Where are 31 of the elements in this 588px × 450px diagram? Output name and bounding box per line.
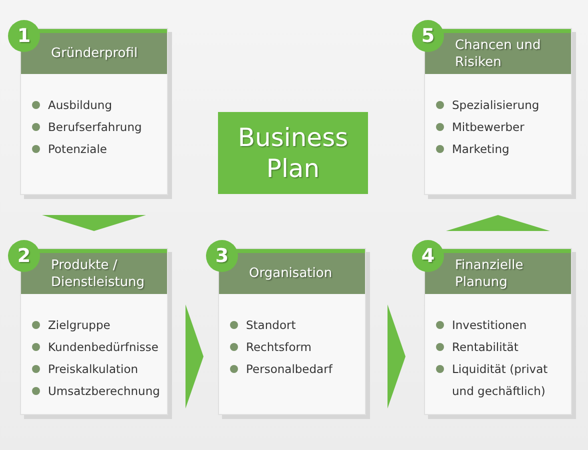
bullet-item: Standort [230, 314, 359, 336]
bullet-item: Kundenbedürfnisse [32, 336, 161, 358]
step-number: 3 [206, 240, 238, 272]
step-number: 4 [412, 240, 444, 272]
bullet-item: Potenziale [32, 138, 161, 160]
chevron-arrow [446, 215, 550, 231]
bullet-item: Investitionen [436, 314, 565, 336]
chevron-arrow [186, 304, 204, 408]
chevron-arrow [42, 215, 146, 231]
bullet-item: Marketing [436, 138, 565, 160]
step-number: 5 [412, 20, 444, 52]
bullet-item: Berufserfahrung [32, 116, 161, 138]
bullet-item: Umsatzberechnung [32, 380, 161, 402]
bullet-item: Liquidität (privat und gechäftlich) [436, 358, 565, 402]
bullet-item: Preiskalkulation [32, 358, 161, 380]
bullet-item: Rechtsform [230, 336, 359, 358]
step-number: 2 [8, 240, 40, 272]
chevron-arrow [388, 304, 406, 408]
bullet-item: Rentabilität [436, 336, 565, 358]
bullet-item: Spezialisierung [436, 94, 565, 116]
step-heading: Produkte / Dienstleistung [51, 256, 146, 290]
bullet-item: Personalbedarf [230, 358, 359, 380]
step-heading: Finanzielle Planung [455, 256, 524, 290]
title-box: Business Plan [218, 112, 368, 194]
bullet-item: Zielgruppe [32, 314, 161, 336]
step-heading: Organisation [249, 265, 334, 282]
step-number: 1 [8, 20, 40, 52]
step-heading: Chancen und Risiken [455, 36, 542, 70]
step-heading: Gründerprofil [51, 45, 139, 62]
bullet-item: Mitbewerber [436, 116, 565, 138]
bullet-item: Ausbildung [32, 94, 161, 116]
